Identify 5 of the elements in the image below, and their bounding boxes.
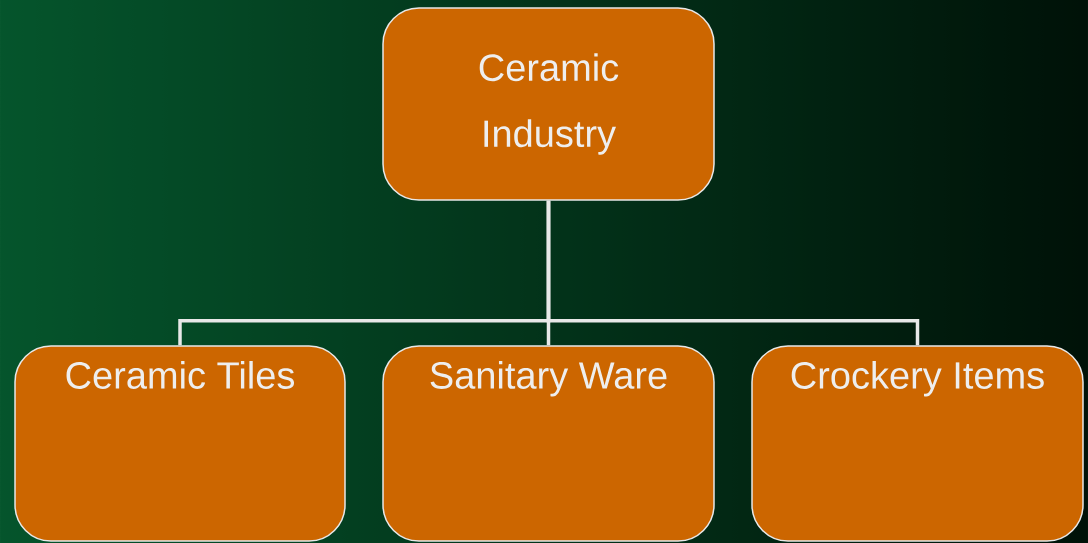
org-box: Ceramic Tiles [14, 345, 346, 542]
connector [546, 200, 920, 346]
org-box: Sanitary Ware [382, 345, 715, 542]
org-box: Crockery Items [751, 345, 1084, 542]
org-box: Ceramic Industry [382, 7, 715, 201]
